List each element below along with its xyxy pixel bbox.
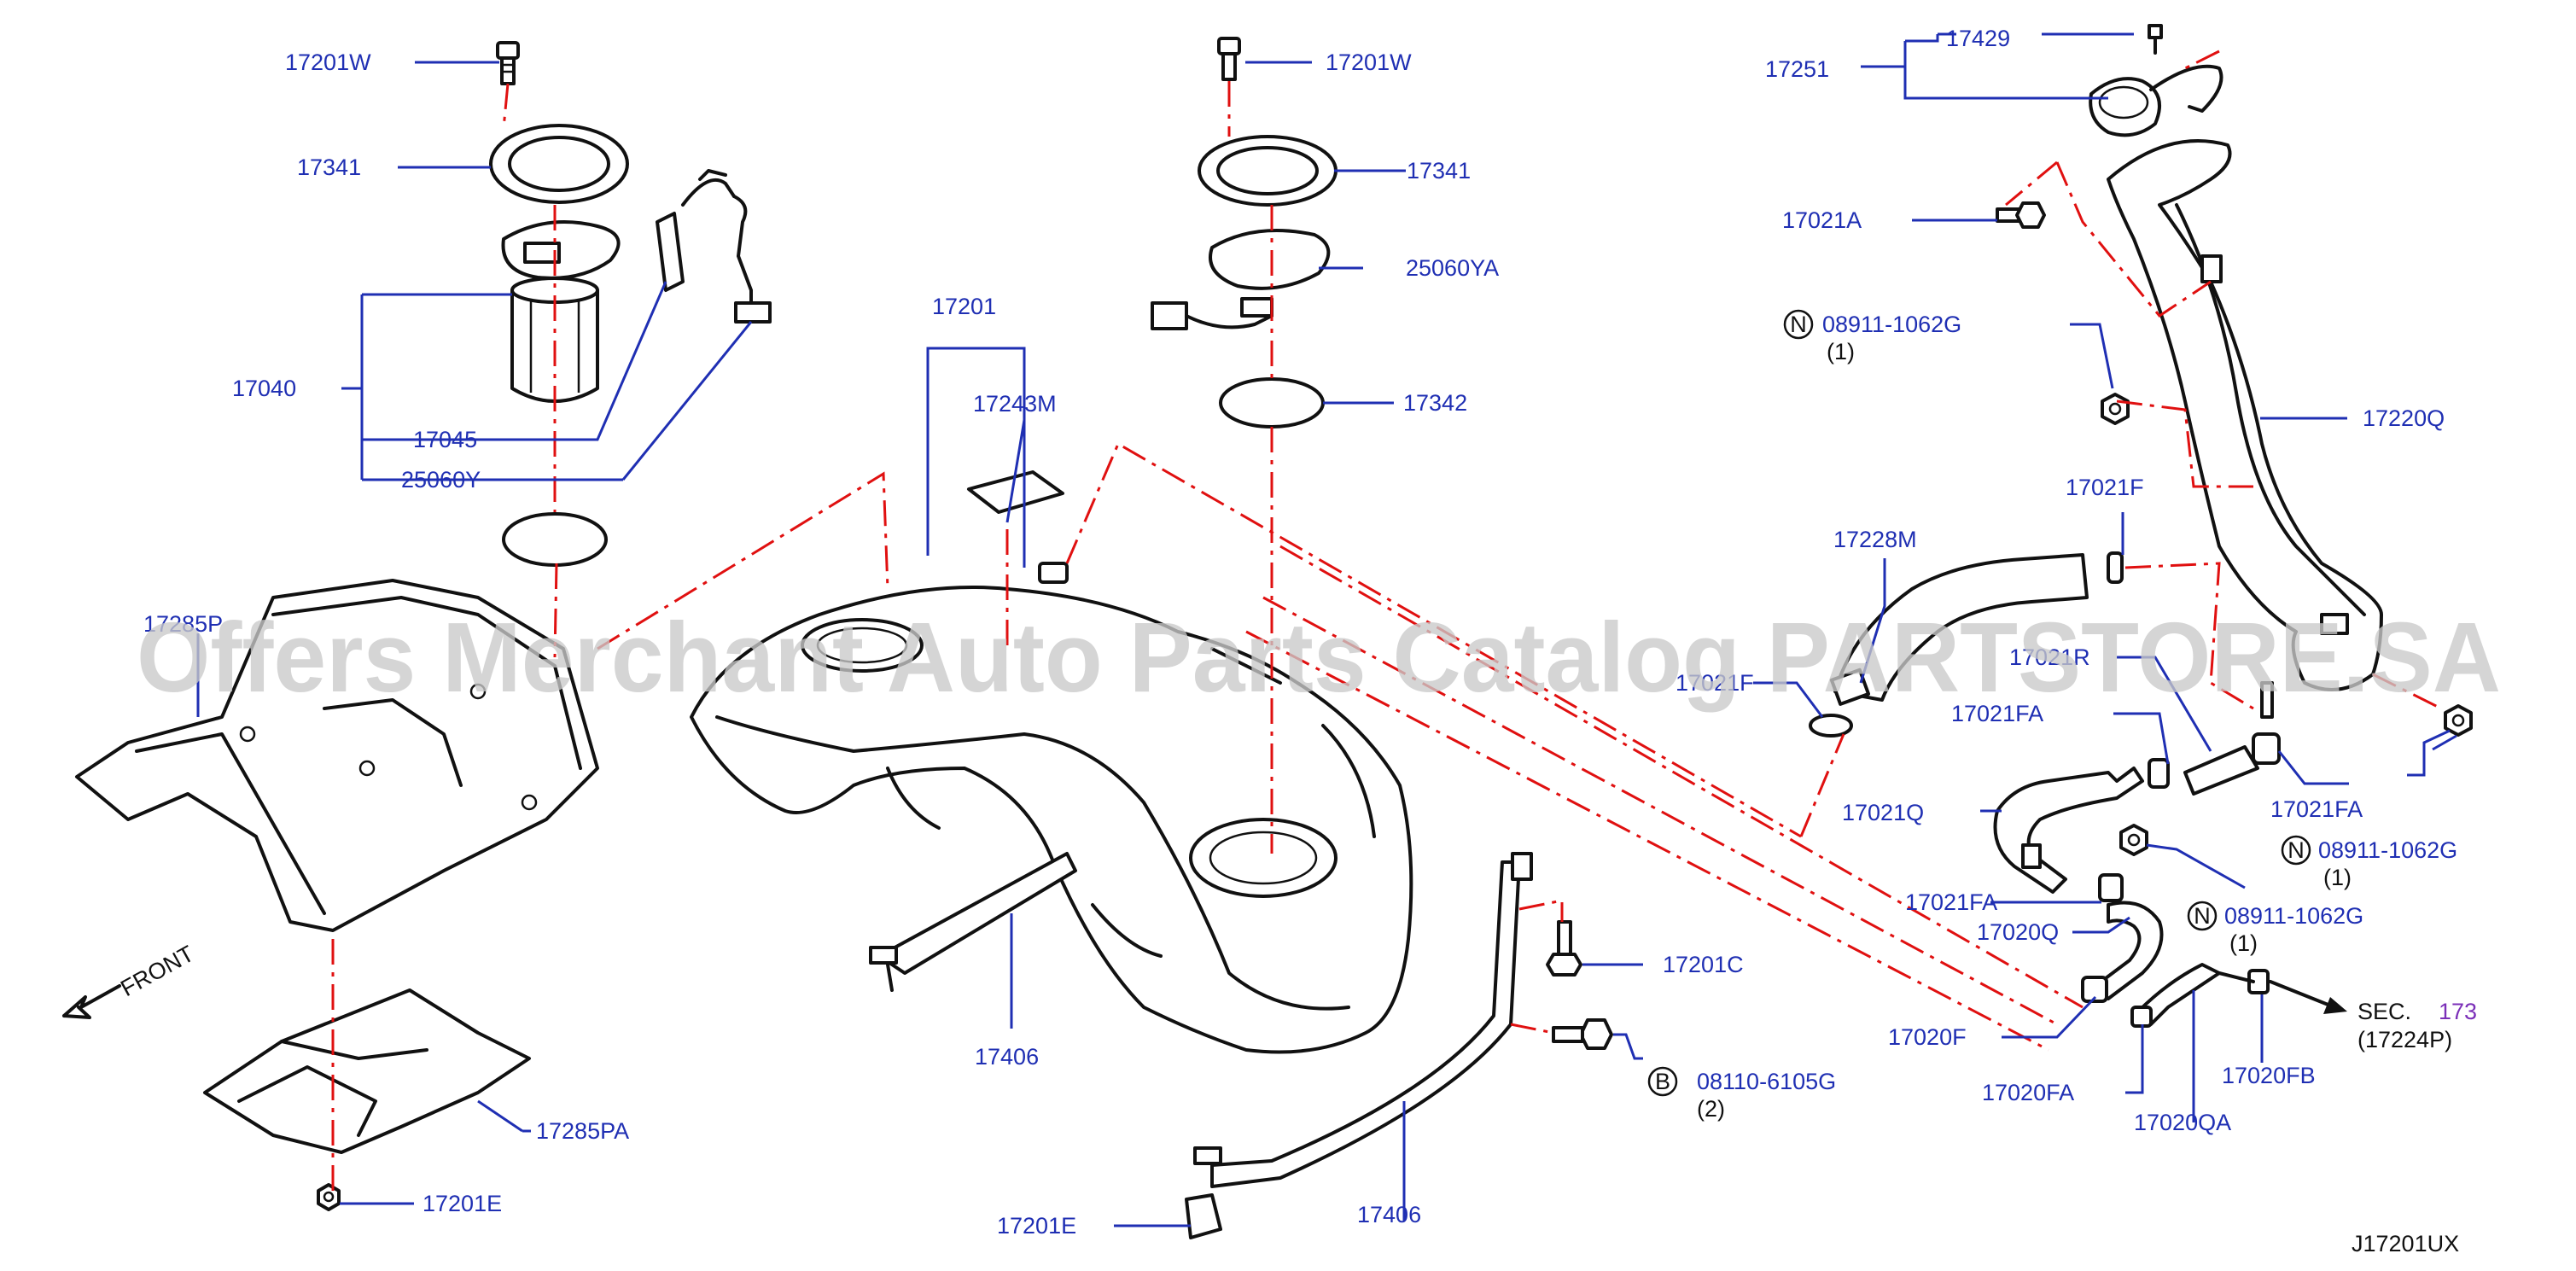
label-plate-17243m	[967, 470, 1064, 514]
label-17285p: 17285P	[143, 611, 223, 637]
label-17341-mid: 17341	[1407, 158, 1471, 184]
hose-17020q	[2081, 901, 2164, 1003]
label-17020fa: 17020FA	[1982, 1080, 2074, 1105]
label-17021a: 17021A	[1782, 207, 1862, 233]
label-17020f: 17020F	[1888, 1024, 1967, 1050]
label-17429: 17429	[1946, 26, 2010, 51]
label-17045: 17045	[413, 427, 477, 452]
label-17342: 17342	[1403, 390, 1467, 416]
hose-17021q	[1993, 767, 2144, 894]
tank-strap-17406-mid	[869, 852, 1077, 992]
label-17201c: 17201C	[1663, 952, 1744, 977]
label-17201w-mid: 17201W	[1326, 50, 1412, 75]
label-25060y: 25060Y	[401, 467, 481, 493]
sender-unit-25060y	[698, 169, 772, 324]
label-17201w-left: 17201W	[285, 50, 371, 75]
nut-17201e-left	[317, 1183, 341, 1211]
label-08110-qty: (2)	[1697, 1096, 1725, 1122]
clip-17201e-low	[1185, 1193, 1222, 1239]
label-17020qa: 17020QA	[2134, 1110, 2231, 1135]
heat-shield-17285p	[75, 579, 599, 932]
label-17228m: 17228M	[1833, 527, 1917, 552]
sender-unit-25060ya	[1151, 229, 1331, 330]
label-17285pa: 17285PA	[536, 1118, 629, 1144]
seal-ring-17341-mid	[1198, 135, 1338, 207]
bolt-17021a	[1996, 201, 2046, 229]
label-17406-mid: 17406	[975, 1044, 1039, 1070]
clamp-17021f-top	[2107, 551, 2124, 584]
label-17243m: 17243M	[973, 391, 1057, 417]
bolt-08110-6105g	[1552, 1018, 1613, 1050]
tank-strap-17406-low	[1193, 852, 1533, 1188]
bolt-17201c	[1546, 920, 1582, 977]
clamp-17021fa	[2098, 758, 2170, 902]
label-08911-b: 08911-1062G	[2318, 837, 2457, 863]
svg-text:B: B	[1655, 1069, 1670, 1094]
label-17021fa-a: 17021FA	[1951, 701, 2043, 726]
filler-cap-17251	[2089, 64, 2223, 137]
label-08911-b-qty: (1)	[2323, 865, 2352, 890]
svg-text:N: N	[1790, 312, 1807, 337]
assembly-lines	[331, 50, 2442, 1191]
label-17406-low: 17406	[1357, 1202, 1421, 1227]
pump-bracket-17045	[656, 178, 736, 292]
sec-arrow-icon	[2269, 980, 2347, 1014]
leader-lines	[196, 32, 2457, 1227]
front-label: FRONT	[116, 941, 198, 1001]
label-08911-c: 08911-1062G	[2224, 903, 2363, 929]
fuel-tank-17201	[690, 562, 1413, 1054]
label-17020fb: 17020FB	[2222, 1063, 2316, 1088]
screw-17429	[2148, 24, 2163, 55]
label-08911-a: 08911-1062G	[1822, 312, 1961, 337]
label-17251: 17251	[1765, 56, 1829, 82]
hose-17021r	[2183, 732, 2281, 796]
nut-08911-c	[2119, 824, 2148, 856]
nut-08911-a	[2101, 393, 2130, 425]
nut-08911-b	[2444, 704, 2473, 737]
label-17040: 17040	[232, 376, 296, 401]
diagram-code: J17201UX	[2352, 1231, 2459, 1256]
label-17021f-top: 17021F	[2066, 475, 2144, 500]
clamp-17021f-mid	[1809, 714, 1853, 738]
label-17021q: 17021Q	[1842, 800, 1924, 825]
label-17021fa-c: 17021FA	[1905, 889, 1997, 915]
watermark: Offers Merchant Auto Parts Catalog PARTS…	[137, 602, 2501, 713]
label-17220q: 17220Q	[2363, 405, 2445, 431]
label-08911-a-qty: (1)	[1827, 339, 1855, 364]
seal-ring-17341-left	[489, 124, 629, 204]
label-17201: 17201	[932, 294, 996, 319]
badge-n-a: N	[1783, 309, 1814, 340]
svg-text:N: N	[2194, 903, 2211, 929]
label-17021f-mid: 17021F	[1676, 670, 1754, 696]
label-08911-c-qty: (1)	[2229, 930, 2258, 956]
sec-label: SEC.	[2357, 999, 2411, 1024]
svg-text:N: N	[2288, 837, 2305, 863]
front-arrow-icon	[62, 984, 121, 1019]
fuel-pump-17040	[501, 220, 621, 403]
label-17021r: 17021R	[2009, 644, 2090, 670]
label-25060ya: 25060YA	[1406, 255, 1499, 281]
label-17201e-low: 17201E	[997, 1213, 1076, 1239]
heat-shield-17285pa	[203, 988, 531, 1154]
label-08110-6105g: 08110-6105G	[1697, 1069, 1836, 1094]
hose-17228m	[1829, 553, 2089, 706]
badge-b: B	[1647, 1066, 1678, 1097]
bolt-17201w-mid	[1217, 37, 1241, 81]
label-17021fa-b: 17021FA	[2270, 796, 2363, 822]
hose-17020qa	[2130, 963, 2270, 1028]
bolt-17201w-left	[496, 41, 520, 85]
label-17201e-left: 17201E	[423, 1191, 502, 1216]
o-ring-left	[502, 512, 608, 567]
badge-n-b: N	[2281, 835, 2311, 866]
sec-sub-ref: (17224P)	[2357, 1027, 2452, 1052]
label-17020q: 17020Q	[1977, 919, 2059, 945]
badge-n-c: N	[2187, 901, 2218, 931]
o-ring-17342	[1219, 377, 1325, 429]
label-17341-left: 17341	[297, 155, 361, 180]
sec-number: 173	[2439, 999, 2477, 1024]
